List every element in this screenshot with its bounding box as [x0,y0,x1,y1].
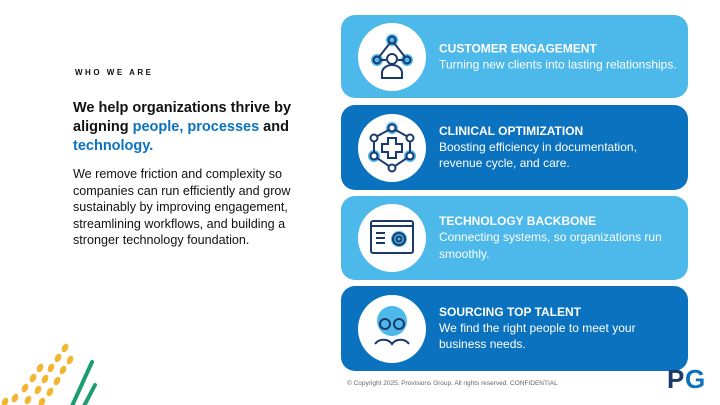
wheat-decoration [1,343,97,405]
card-description: Connecting systems, so organizations run… [439,230,662,261]
headline: We help organizations thrive by aligning… [73,99,303,156]
people-icon [358,294,426,363]
card-description: Boosting efficiency in documentation, re… [439,139,637,171]
card-description: Turning new clients into lasting relatio… [439,56,677,71]
headline-text: and [259,119,289,135]
card-title: CLINICAL OPTIMIZATION [439,123,584,138]
provisions-group-logo: P G [667,364,705,392]
medical-cross-network-icon [358,113,426,182]
network-person-icon [358,22,426,91]
body-paragraph: We remove friction and complexity so com… [73,167,291,247]
headline-highlight: technology. [73,138,154,154]
card-description: We find the right people to meet your bu… [439,320,636,352]
copyright: © Copyright 2025, Provisions Group. All … [347,380,558,387]
svg-text:G: G [685,364,705,392]
card-title: CUSTOMER ENGAGEMENT [439,40,597,55]
card-title: TECHNOLOGY BACKBONE [439,214,597,228]
svg-text:P: P [667,364,684,392]
section-eyebrow: WHO WE ARE [75,68,154,77]
headline-text: We help organizations thrive by aligning [73,100,292,135]
headline-highlight: people, processes [132,119,260,135]
card-technology-backbone: TECHNOLOGY BACKBONE Connecting systems, s… [341,196,688,280]
card-title: SOURCING TOP TALENT [439,304,582,319]
screen-gear-icon [358,204,426,272]
